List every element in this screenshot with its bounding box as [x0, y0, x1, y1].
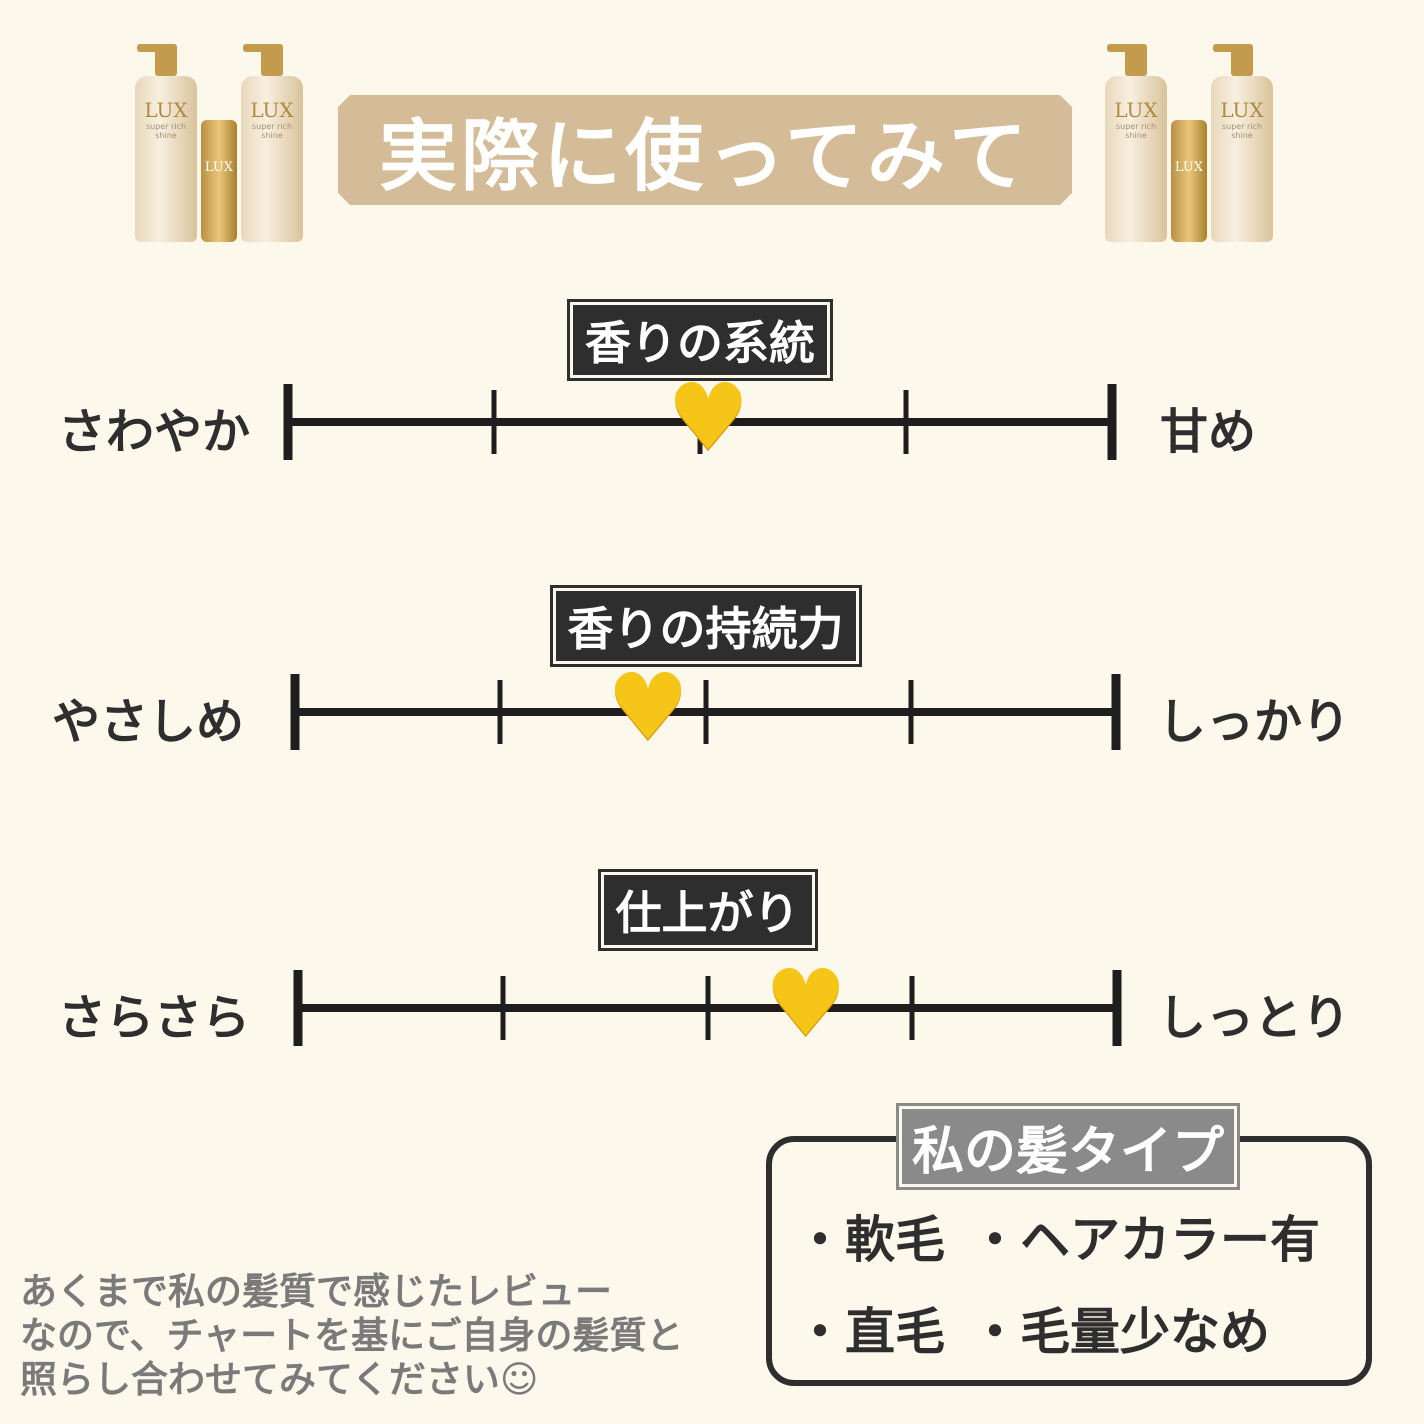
scale-label: 仕上がり	[597, 869, 818, 951]
scale-left-label: さらさら	[58, 990, 251, 1046]
scale-tick	[293, 970, 303, 1046]
scale-tick	[1107, 384, 1117, 460]
scale-right-label: しっとり	[1158, 990, 1351, 1046]
scale-left-label: さわやか	[58, 404, 251, 460]
scale-label: 香りの持続力	[549, 585, 862, 667]
hair-item: ・直毛	[795, 1303, 945, 1361]
note-line: あくまで私の髪質で感じたレビュー	[20, 1270, 612, 1313]
heart-marker-icon: ♥	[666, 364, 750, 471]
hair-item: ・ヘアカラー有	[970, 1211, 1320, 1269]
scale-tick	[290, 674, 300, 750]
scale-tick	[697, 390, 703, 454]
note-line: 照らし合わせてみてください☺	[20, 1358, 539, 1401]
hair-type-title: 私の髪タイプ	[895, 1103, 1406, 1190]
scale-right-label: 甘め	[1160, 404, 1257, 460]
scale-tick	[491, 390, 497, 454]
scale-label: 香りの系統	[567, 299, 833, 381]
scale-track: ♥	[290, 662, 1121, 754]
scale-tick	[283, 384, 293, 460]
heart-marker-icon: ♥	[606, 654, 690, 761]
heart-marker-icon: ♥	[764, 950, 848, 1057]
disclaimer-note: あくまで私の髪質で感じたレビュー なので、チャートを基にご自身の髪質と 照らし合…	[20, 1270, 683, 1402]
scale-tick	[497, 680, 503, 744]
scale-tick	[1111, 674, 1121, 750]
scale-tick	[703, 680, 708, 744]
hair-type-title-text: 私の髪タイプ	[895, 1103, 1241, 1190]
scale-tick	[500, 976, 506, 1040]
page-title: 実際に使ってみて	[378, 112, 1032, 202]
scale-track: ♥	[293, 958, 1122, 1050]
scale-tick	[909, 976, 915, 1040]
hair-item: ・毛量少なめ	[970, 1303, 1270, 1361]
scale-tick	[705, 976, 710, 1040]
scale-left-label: やさしめ	[52, 694, 245, 750]
note-line: なので、チャートを基にご自身の髪質と	[20, 1314, 684, 1357]
title-banner: 実際に使ってみて	[335, 92, 1075, 208]
scale-track: ♥	[283, 372, 1117, 464]
scale-right-label: しっかり	[1158, 694, 1351, 750]
hair-item: ・軟毛	[795, 1211, 945, 1269]
scale-tick	[903, 390, 909, 454]
scale-tick	[908, 680, 914, 744]
scale-tick	[1112, 970, 1122, 1046]
treatment-bottle: LUX	[1171, 120, 1207, 242]
treatment-bottle: LUX	[201, 120, 237, 242]
